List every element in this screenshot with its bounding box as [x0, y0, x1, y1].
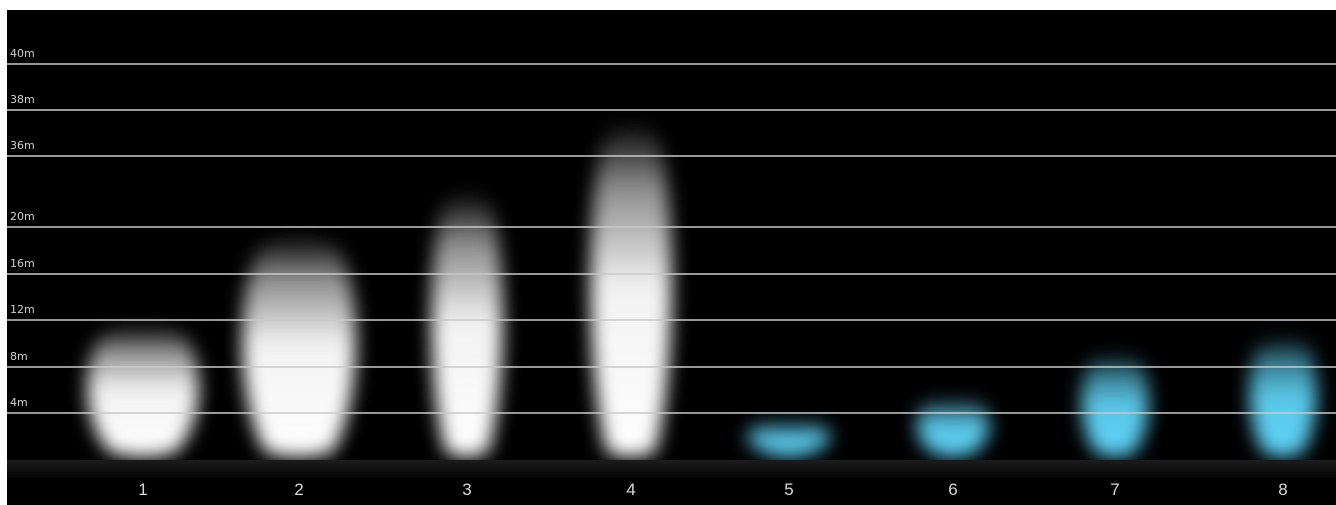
- x-tick-label-2: 2: [294, 480, 303, 499]
- y-tick-label: 12m: [10, 303, 35, 316]
- x-tick-label-4: 4: [626, 480, 635, 499]
- y-tick-label: 4m: [10, 396, 28, 409]
- y-tick-label: 40m: [10, 47, 35, 60]
- grid-layer: 4m 8m 12m 16m 20m 36m 38m 40m: [7, 47, 1336, 414]
- beam-1: [87, 324, 199, 457]
- y-tick-label: 16m: [10, 257, 35, 270]
- x-tick-label-8: 8: [1278, 480, 1287, 499]
- beam-2: [242, 233, 356, 457]
- x-tick-label-6: 6: [948, 480, 957, 499]
- beam-layer: [87, 120, 1317, 457]
- y-tick-label: 36m: [10, 139, 35, 152]
- beam-8: [1249, 335, 1317, 457]
- y-tick-label: 20m: [10, 210, 35, 223]
- beam-7: [1081, 352, 1149, 457]
- beam-3: [431, 190, 503, 457]
- chart-panel: 4m 8m 12m 16m 20m 36m 38m 40m 1 2 3 4 5 6 7 8: [7, 10, 1336, 505]
- y-tick-label: 38m: [10, 93, 35, 106]
- y-tick-label: 8m: [10, 350, 28, 363]
- beam-5: [747, 420, 831, 457]
- x-tick-label-5: 5: [784, 480, 793, 499]
- baseline-floor: [7, 460, 1336, 478]
- x-tick-label-3: 3: [462, 480, 471, 499]
- beam-4: [590, 120, 672, 457]
- beam-chart: 4m 8m 12m 16m 20m 36m 38m 40m 1 2 3 4 5 6 7 8: [7, 47, 1336, 499]
- x-axis-labels: 1 2 3 4 5 6 7 8: [138, 480, 1287, 499]
- x-tick-label-7: 7: [1110, 480, 1119, 499]
- beam-6: [916, 397, 990, 457]
- x-tick-label-1: 1: [138, 480, 147, 499]
